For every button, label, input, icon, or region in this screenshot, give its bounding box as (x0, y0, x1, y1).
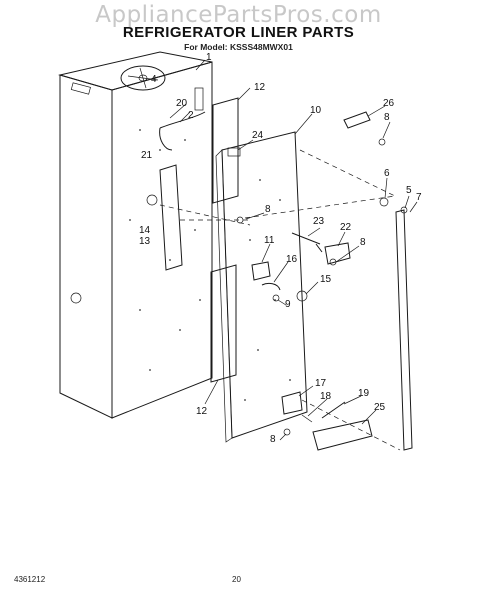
callout-13: 13 (139, 236, 151, 247)
callout-16: 16 (286, 254, 298, 265)
assembly-lines (159, 149, 401, 451)
callout-23: 23 (313, 216, 325, 227)
callout-11: 11 (264, 235, 275, 246)
model-label: For Model: KSSS48MWX01 (184, 42, 293, 52)
callout-1: 1 (206, 52, 212, 63)
callout-21: 21 (141, 150, 153, 161)
callout-20: 20 (176, 98, 188, 109)
watermark: AppliancePartsPros.com (95, 2, 382, 28)
callout-12-a: 12 (254, 82, 266, 93)
callout-2: 2 (188, 110, 194, 121)
page-number: 20 (232, 575, 241, 584)
callout-12-b: 12 (196, 406, 208, 417)
callout-8-d: 8 (270, 434, 276, 445)
callout-25: 25 (374, 402, 386, 413)
callout-8-a: 8 (384, 112, 390, 123)
callout-15: 15 (320, 274, 332, 285)
page-title: REFRIGERATOR LINER PARTS (122, 24, 355, 41)
callout-8-c: 8 (360, 237, 366, 248)
callout-7: 7 (416, 192, 422, 203)
leader-lines (169, 59, 418, 441)
foam-strips (210, 97, 239, 383)
door-liner-panel (215, 131, 308, 443)
callout-19: 19 (358, 388, 370, 399)
callout-labels: 1 2 4 5 6 7 8 8 8 8 9 10 11 12 12 13 14 … (139, 52, 422, 445)
callout-4: 4 (151, 74, 157, 85)
callout-8-b: 8 (265, 204, 271, 215)
cabinet (58, 51, 213, 419)
callout-5: 5 (406, 185, 412, 196)
callout-26: 26 (383, 98, 395, 109)
hinge-bar (379, 197, 413, 451)
callout-6: 6 (384, 168, 390, 179)
diagram-code: 4361212 (14, 575, 46, 584)
callout-24: 24 (252, 130, 264, 141)
callout-22: 22 (340, 222, 352, 233)
callout-10: 10 (310, 105, 322, 116)
callout-9: 9 (285, 299, 291, 310)
callout-17: 17 (315, 378, 327, 389)
callout-18: 18 (320, 391, 332, 402)
callout-14: 14 (139, 225, 151, 236)
small-parts (227, 111, 386, 451)
